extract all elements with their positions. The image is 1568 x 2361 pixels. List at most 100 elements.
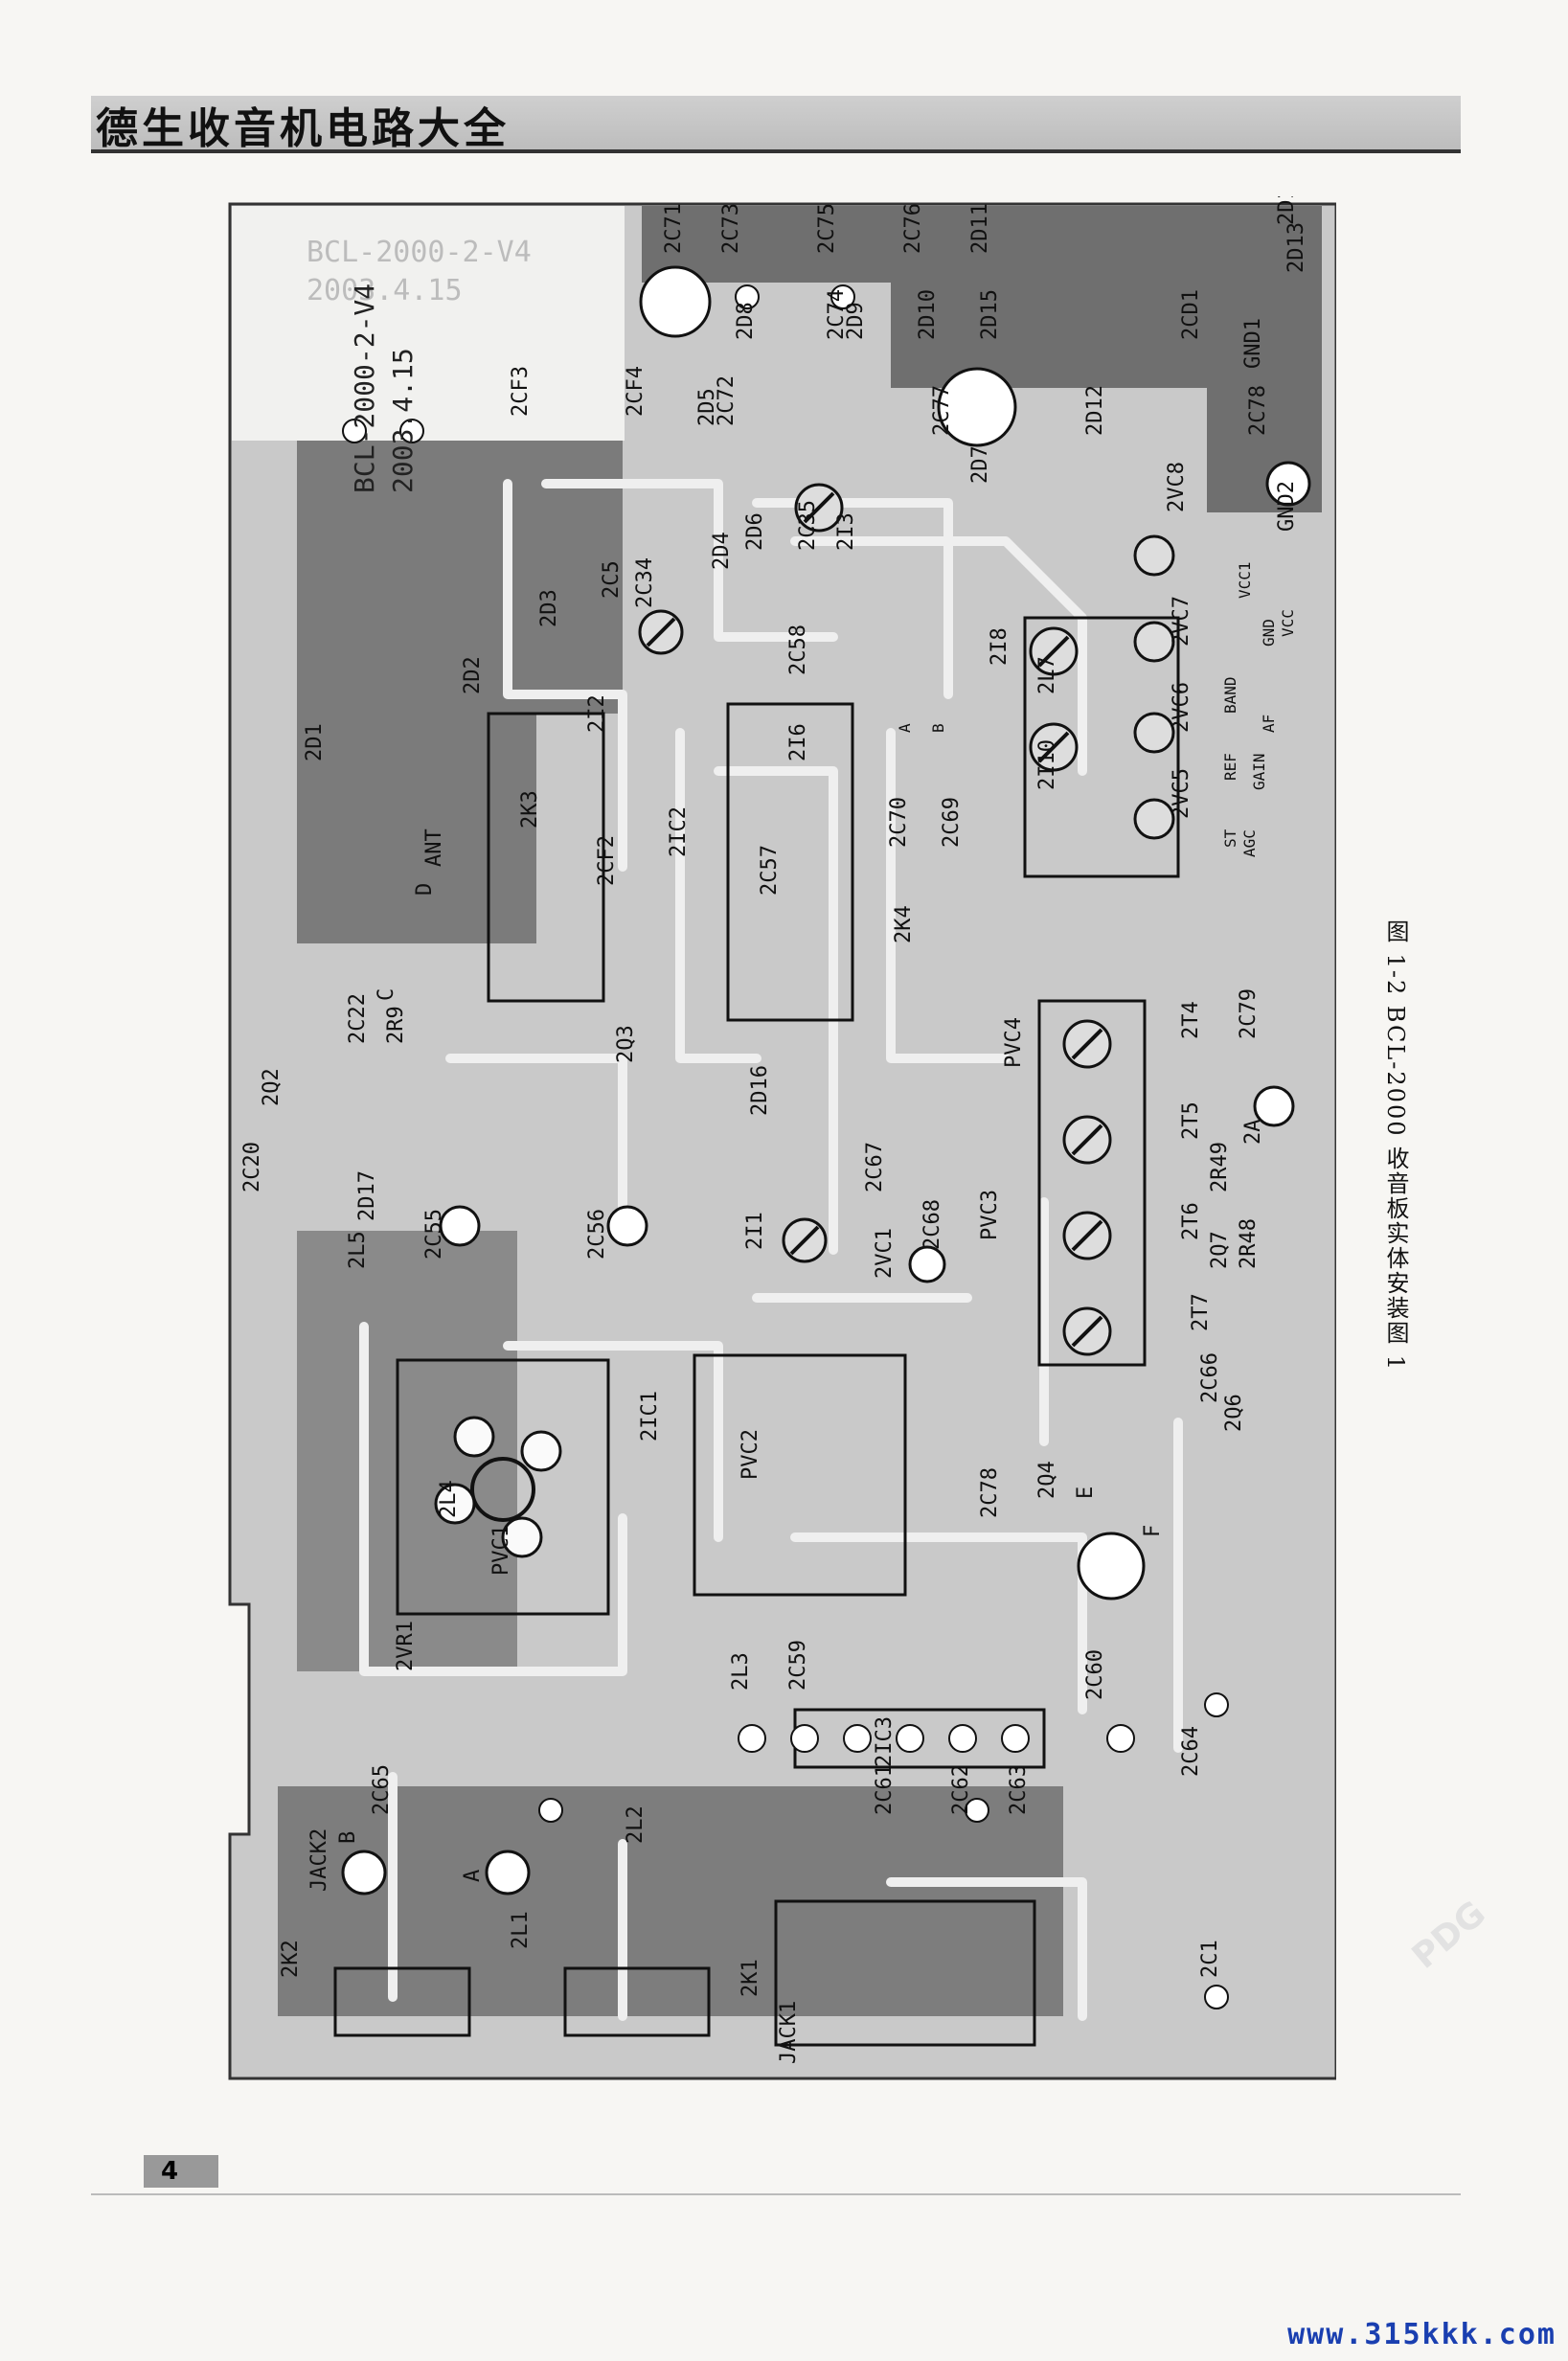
component-label: GND1 <box>1241 318 1265 369</box>
component-label: 2D9 <box>844 302 868 340</box>
component-label: 2CF4 <box>624 366 648 417</box>
pin-label: GND <box>1260 619 1278 647</box>
component-label: 2L1 <box>509 1911 533 1949</box>
component-label: 2CF2 <box>595 835 619 886</box>
pad-rows <box>342 284 1229 2009</box>
pcb-board-drawing: BCL-2000-2-V4 2003.4.15 BCL-2000-2-V4 20… <box>228 174 1338 2080</box>
component-label: 2K4 <box>892 905 916 943</box>
component-label: 2C76 <box>901 203 925 254</box>
cap-2C78-b <box>1077 1532 1146 1600</box>
component-label: 2A <box>1241 1120 1265 1146</box>
trimmer-2VC6 <box>1133 712 1175 754</box>
component-label: 2I2 <box>585 694 609 733</box>
component-label: PVC2 <box>739 1429 762 1480</box>
component-label: 2I8 <box>988 627 1011 666</box>
2T-coils-outline <box>1037 999 1147 1367</box>
component-label: 2R49 <box>1208 1142 1232 1192</box>
pin-label: VCC <box>1279 609 1297 637</box>
component-label: 2L7 <box>1035 656 1059 694</box>
page-number: 4 <box>161 2157 179 2186</box>
component-label: 2C64 <box>1179 1726 1203 1777</box>
component-label: 2C79 <box>1237 988 1261 1039</box>
cap-2C77 <box>937 367 1017 447</box>
component-label: 2C70 <box>887 797 911 848</box>
component-label: 2C55 <box>422 1209 446 1260</box>
site-watermark-url: www.315kkk.com <box>1287 2318 1557 2351</box>
silkscreen-date-vertical: 2003.4.15 <box>387 348 419 493</box>
2K3-switch-outline <box>487 712 605 1003</box>
component-label: 2C66 <box>1198 1352 1222 1403</box>
component-label: 2T4 <box>1179 1001 1203 1039</box>
component-label: 2C56 <box>585 1209 609 1260</box>
component-label: 2C72 <box>715 375 739 426</box>
component-label: 2Q6 <box>1222 1394 1246 1432</box>
component-label: A <box>461 1870 485 1882</box>
component-label: 2C62 <box>949 1764 973 1815</box>
component-label: 2D5 <box>695 388 719 426</box>
component-label: 2D15 <box>978 289 1002 340</box>
component-label: 2R48 <box>1237 1218 1261 1269</box>
silkscreen-date-horizontal: 2003.4.15 <box>307 274 463 307</box>
component-label: 2CD1 <box>1179 289 1203 340</box>
component-label: 2D6 <box>743 512 767 551</box>
component-label: 2D2 <box>461 656 485 694</box>
component-label: 2C5 <box>600 560 624 599</box>
component-label: 2C78 <box>1246 385 1270 436</box>
electrolytic-capacitors <box>341 265 1311 1896</box>
component-label: 2D13 <box>1284 222 1308 273</box>
header-rule <box>91 149 1461 153</box>
silkscreen-model-horizontal: BCL-2000-2-V4 <box>307 236 532 269</box>
component-label: 2L5 <box>346 1231 370 1269</box>
component-label: 2Q3 <box>614 1025 638 1063</box>
component-label: JACK1 <box>777 2001 801 2064</box>
component-label: 2IC3 <box>873 1716 897 1767</box>
component-label: 2VC8 <box>1165 462 1189 512</box>
component-label: PVC4 <box>1002 1017 1026 1068</box>
component-label: 2D14 <box>1275 196 1299 225</box>
component-label: 2CF3 <box>509 366 533 417</box>
pvc-variable-capacitor <box>434 1416 562 1558</box>
cap-2C79 <box>1253 1085 1295 1127</box>
component-label: 2VR1 <box>394 1621 418 1671</box>
component-outlines <box>333 616 1180 2047</box>
component-label: 2I3 <box>834 512 858 551</box>
copper-traces <box>359 479 1183 2021</box>
2IC1-outline <box>693 1353 907 1597</box>
component-label: C <box>375 988 398 1001</box>
ground-plane-upper-right <box>642 206 1322 512</box>
pin-label: AF <box>1260 715 1278 733</box>
component-label: B <box>336 1831 360 1844</box>
component-label: 2T6 <box>1179 1202 1203 1240</box>
figure-caption: 图 1-2 BCL-2000 收音板实体安装图 1 <box>1382 919 1409 1373</box>
JACK1-outline <box>774 1899 1036 2047</box>
component-label: GND2 <box>1275 481 1299 532</box>
component-label: 2D10 <box>916 289 940 340</box>
pvc-tuner-outline <box>396 1358 610 1616</box>
trimmer-2VC5 <box>1133 798 1175 840</box>
page-number-box <box>144 2155 218 2188</box>
board-upper-left-area <box>232 206 625 441</box>
component-label: 2C71 <box>662 203 686 254</box>
component-label: 2Q7 <box>1208 1231 1232 1269</box>
header-band <box>91 96 1461 149</box>
component-label: 2L3 <box>729 1652 753 1691</box>
cap-2C71 <box>639 265 712 338</box>
component-label: 2C34 <box>633 557 657 608</box>
component-label: 2VC1 <box>873 1228 897 1279</box>
pin-label: VCC1 <box>1236 561 1254 599</box>
component-label: D <box>413 883 437 896</box>
component-label: 2K1 <box>739 1959 762 1997</box>
component-label: 2D11 <box>968 203 992 254</box>
component-label: 2C22 <box>346 993 370 1044</box>
footer-rule <box>91 2193 1461 2195</box>
component-label: 2VC5 <box>1170 768 1193 819</box>
trimmer-2VC7 <box>1133 621 1175 663</box>
component-label: 2C74 <box>825 289 849 340</box>
pin-label: AGC <box>1240 829 1259 857</box>
pin-label: A <box>896 723 914 733</box>
component-label: 2D7 <box>968 445 992 484</box>
component-label: 2C73 <box>719 203 743 254</box>
component-label: 2D1 <box>303 723 327 761</box>
component-label: 2I10 <box>1035 739 1059 790</box>
component-label: 2C65 <box>370 1764 394 1815</box>
